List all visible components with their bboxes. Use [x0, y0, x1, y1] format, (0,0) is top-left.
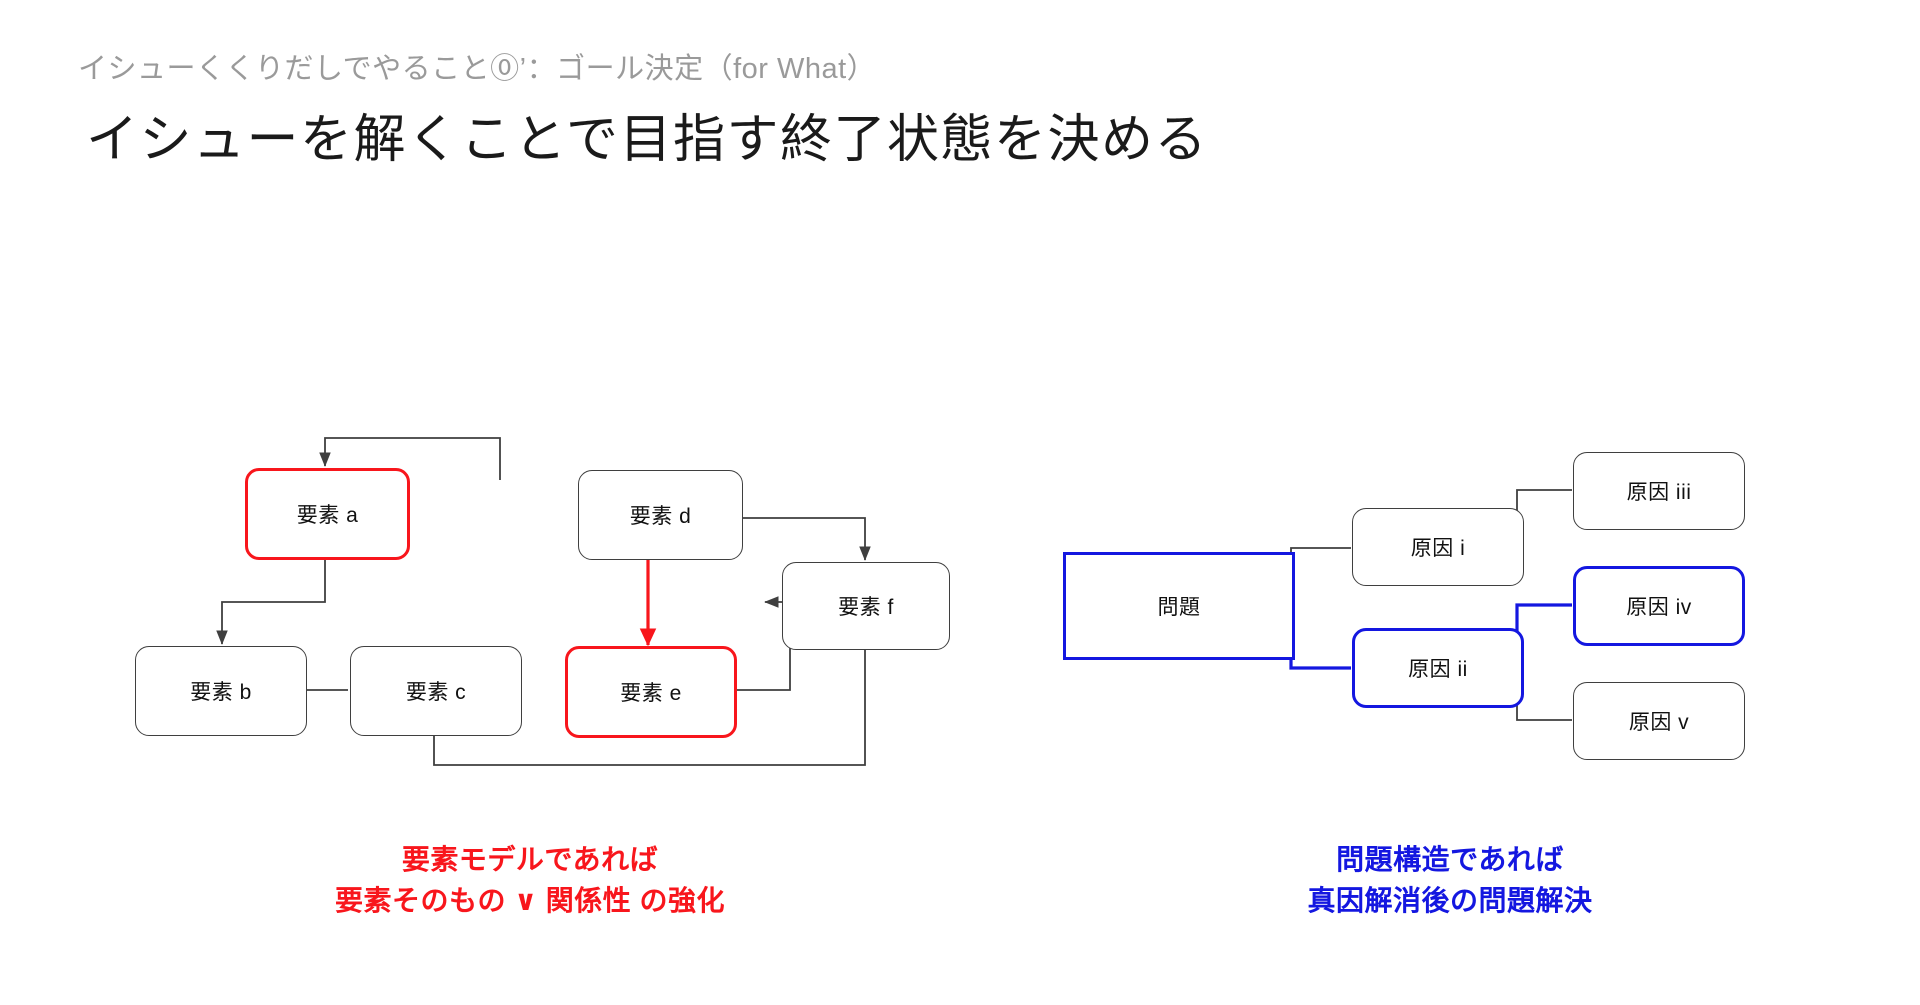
node-element-e[interactable]: 要素 e [565, 646, 737, 738]
node-label: 原因 ii [1408, 658, 1468, 681]
node-label: 原因 iii [1626, 481, 1692, 504]
left-diagram-caption: 要素モデルであれば 要素そのもの ∨ 関係性 の強化 [180, 840, 880, 921]
caption-line-2: 真因解消後の問題解決 [1307, 884, 1593, 916]
node-label: 原因 i [1410, 537, 1466, 560]
edge-d-to-f [740, 517, 871, 561]
node-cause-ii[interactable]: 原因 ii [1352, 628, 1524, 708]
node-problem[interactable]: 問題 [1063, 552, 1295, 660]
node-label: 原因 iv [1626, 596, 1692, 619]
caption-line-1: 要素モデルであれば [401, 844, 659, 875]
node-label: 要素 f [838, 596, 894, 619]
node-cause-iii[interactable]: 原因 iii [1573, 452, 1745, 530]
node-element-a[interactable]: 要素 a [245, 468, 410, 560]
node-cause-iv[interactable]: 原因 iv [1573, 566, 1745, 646]
node-label: 要素 a [296, 504, 359, 527]
caption-line-2: 要素そのもの ∨ 関係性 の強化 [334, 884, 726, 916]
node-label: 原因 v [1628, 711, 1690, 734]
page-title: イシューを解くことで目指す終了状態を決める [86, 111, 1208, 169]
node-element-f[interactable]: 要素 f [782, 562, 950, 650]
node-cause-v[interactable]: 原因 v [1573, 682, 1745, 760]
node-element-b[interactable]: 要素 b [135, 646, 307, 736]
node-element-d[interactable]: 要素 d [578, 470, 743, 560]
edge-a-to-b [216, 558, 326, 645]
node-cause-i[interactable]: 原因 i [1352, 508, 1524, 586]
node-label: 要素 d [629, 505, 692, 528]
edge-cause1-to-problem [1290, 547, 1351, 605]
slide-eyebrow: イシューくくりだしでやること⓪’：ゴール決定（for What） [78, 53, 877, 85]
node-label: 要素 c [405, 681, 467, 704]
caption-line-1: 問題構造であれば [1336, 844, 1564, 875]
node-label: 要素 e [620, 682, 682, 705]
node-label: 問題 [1157, 596, 1201, 619]
node-label: 要素 b [190, 681, 252, 704]
right-diagram-caption: 問題構造であれば 真因解消後の問題解決 [1100, 840, 1800, 921]
node-element-c[interactable]: 要素 c [350, 646, 522, 736]
